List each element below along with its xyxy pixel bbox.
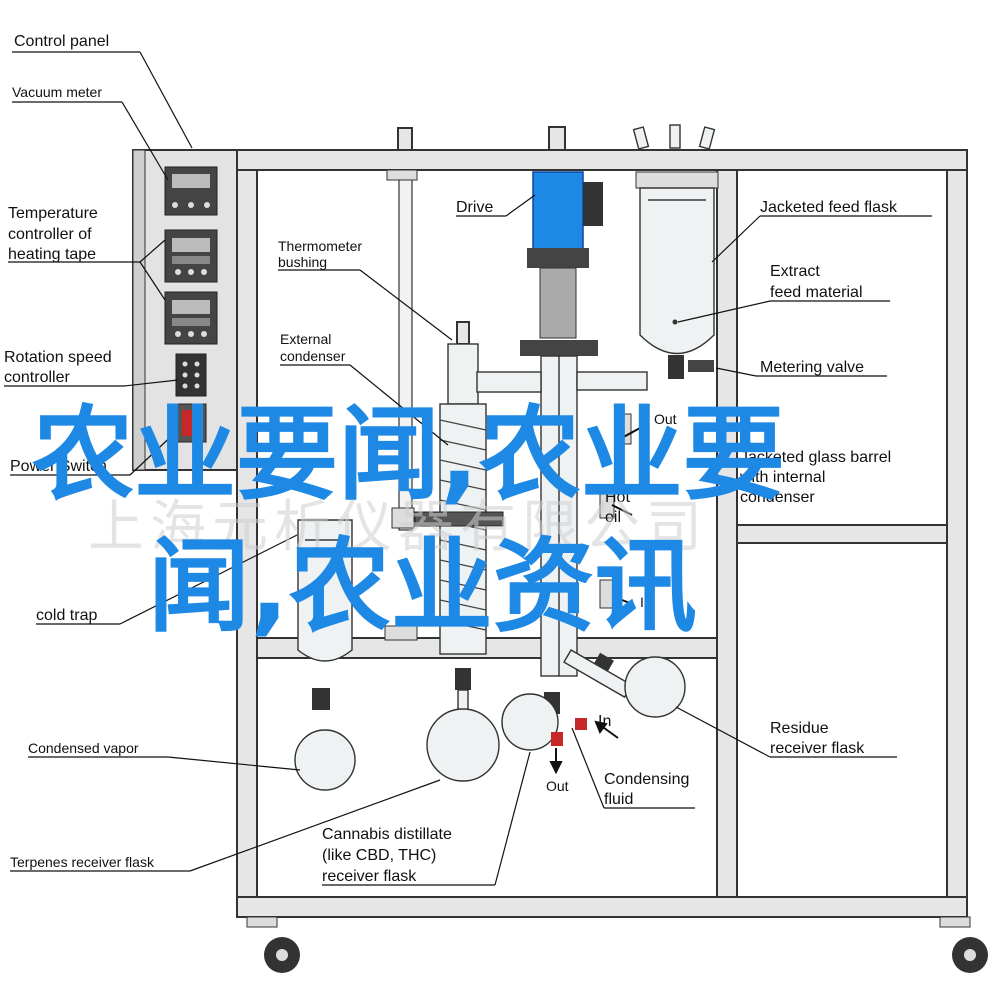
- label-barrel-1: Jacketed glass barrel: [740, 449, 891, 466]
- label-terpenes: Terpenes receiver flask: [10, 854, 155, 870]
- frame: [236, 149, 968, 918]
- label-control-panel: Control panel: [14, 33, 109, 50]
- jacketed-glass-barrel: [476, 355, 648, 699]
- label-extract-2: feed material: [770, 284, 863, 301]
- label-external-2: condenser: [280, 348, 346, 364]
- label-in-mid: In: [640, 594, 652, 610]
- label-cold-trap: cold trap: [36, 607, 97, 624]
- control-panel: [132, 149, 238, 471]
- residue-receiver-flask: [624, 656, 686, 718]
- drive-motor: [520, 126, 603, 356]
- temperature-controller: [164, 229, 218, 345]
- leader-lines: [4, 51, 932, 886]
- label-in-low: In: [598, 713, 611, 730]
- label-rotation-1: Rotation speed: [4, 349, 112, 366]
- power-switch: [175, 403, 207, 443]
- label-vacuum-meter: Vacuum meter: [12, 84, 102, 100]
- label-out-top: Out: [654, 411, 677, 427]
- label-out-low: Out: [546, 778, 569, 794]
- label-condensing-2: fluid: [604, 791, 633, 808]
- label-cannabis-1: Cannabis distillate: [322, 826, 452, 843]
- casters: [246, 916, 988, 973]
- label-barrel-3: condenser: [740, 489, 815, 506]
- external-condenser: [384, 321, 504, 655]
- jacketed-feed-flask: [632, 124, 719, 379]
- label-thermometer-2: bushing: [278, 254, 327, 270]
- label-condensing-1: Condensing: [604, 771, 689, 788]
- cannabis-receiver-flask: [501, 692, 587, 751]
- rotation-speed-controller: [175, 353, 207, 397]
- label-jacketed-feed: Jacketed feed flask: [760, 199, 898, 216]
- labels: Control panel Vacuum meter Temperature c…: [4, 33, 898, 885]
- label-cannabis-2: (like CBD, THC): [322, 847, 436, 864]
- vacuum-meter: [164, 166, 218, 216]
- label-residue-1: Residue: [770, 720, 829, 737]
- terpenes-receiver-flask: [294, 688, 356, 791]
- label-oil: oil: [605, 509, 621, 526]
- label-rotation-2: controller: [4, 369, 70, 386]
- label-cannabis-3: receiver flask: [322, 868, 417, 885]
- condensed-vapor-flask: [426, 668, 500, 782]
- label-metering-valve: Metering valve: [760, 359, 864, 376]
- label-temperature-3: heating tape: [8, 246, 96, 263]
- label-thermometer-1: Thermometer: [278, 238, 362, 254]
- label-temperature-2: controller of: [8, 226, 92, 243]
- label-barrel-2: with internal: [739, 469, 825, 486]
- label-condensed-vapor: Condensed vapor: [28, 740, 139, 756]
- label-power-switch: Power Switch: [10, 458, 107, 475]
- flow-arrows: [549, 427, 641, 775]
- label-temperature-1: Temperature: [8, 205, 98, 222]
- label-hot: Hot: [605, 489, 630, 506]
- label-extract-1: Extract: [770, 263, 820, 280]
- label-external-1: External: [280, 331, 331, 347]
- label-drive: Drive: [456, 199, 493, 216]
- label-residue-2: receiver flask: [770, 740, 865, 757]
- cold-trap: [297, 127, 418, 662]
